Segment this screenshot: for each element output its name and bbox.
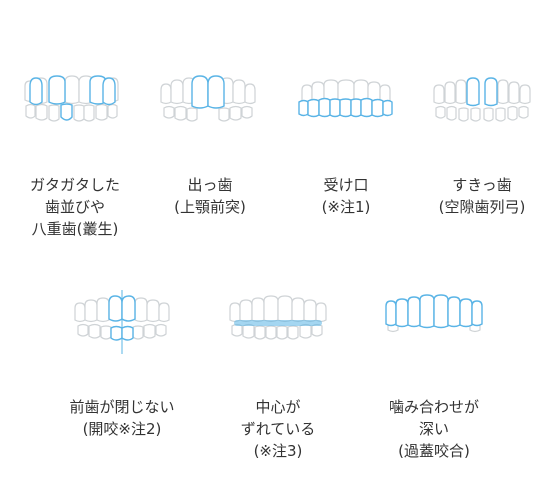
item-label: 出っ歯 (上顎前突) [174, 176, 246, 216]
crowded-teeth-icon [24, 75, 119, 122]
midline-shift-icon [229, 295, 327, 340]
item-label: 中心が ずれている (※注3) [240, 398, 316, 460]
underbite-icon [298, 79, 393, 118]
item-label: すきっ歯 (空隙歯列弓) [438, 176, 526, 216]
deep-bite-icon [385, 294, 483, 333]
item-label: 前歯が閉じない (開咬※注2) [69, 398, 175, 438]
protruding-teeth-icon [160, 75, 256, 122]
item-label: ガタガタした 歯並びや 八重歯(叢生) [29, 176, 120, 238]
item-label: 噛み合わせが 深い (過蓋咬合) [388, 398, 479, 460]
gapped-teeth-icon [433, 77, 531, 122]
item-label: 受け口 (※注1) [321, 176, 371, 216]
open-bite-icon [74, 290, 170, 354]
